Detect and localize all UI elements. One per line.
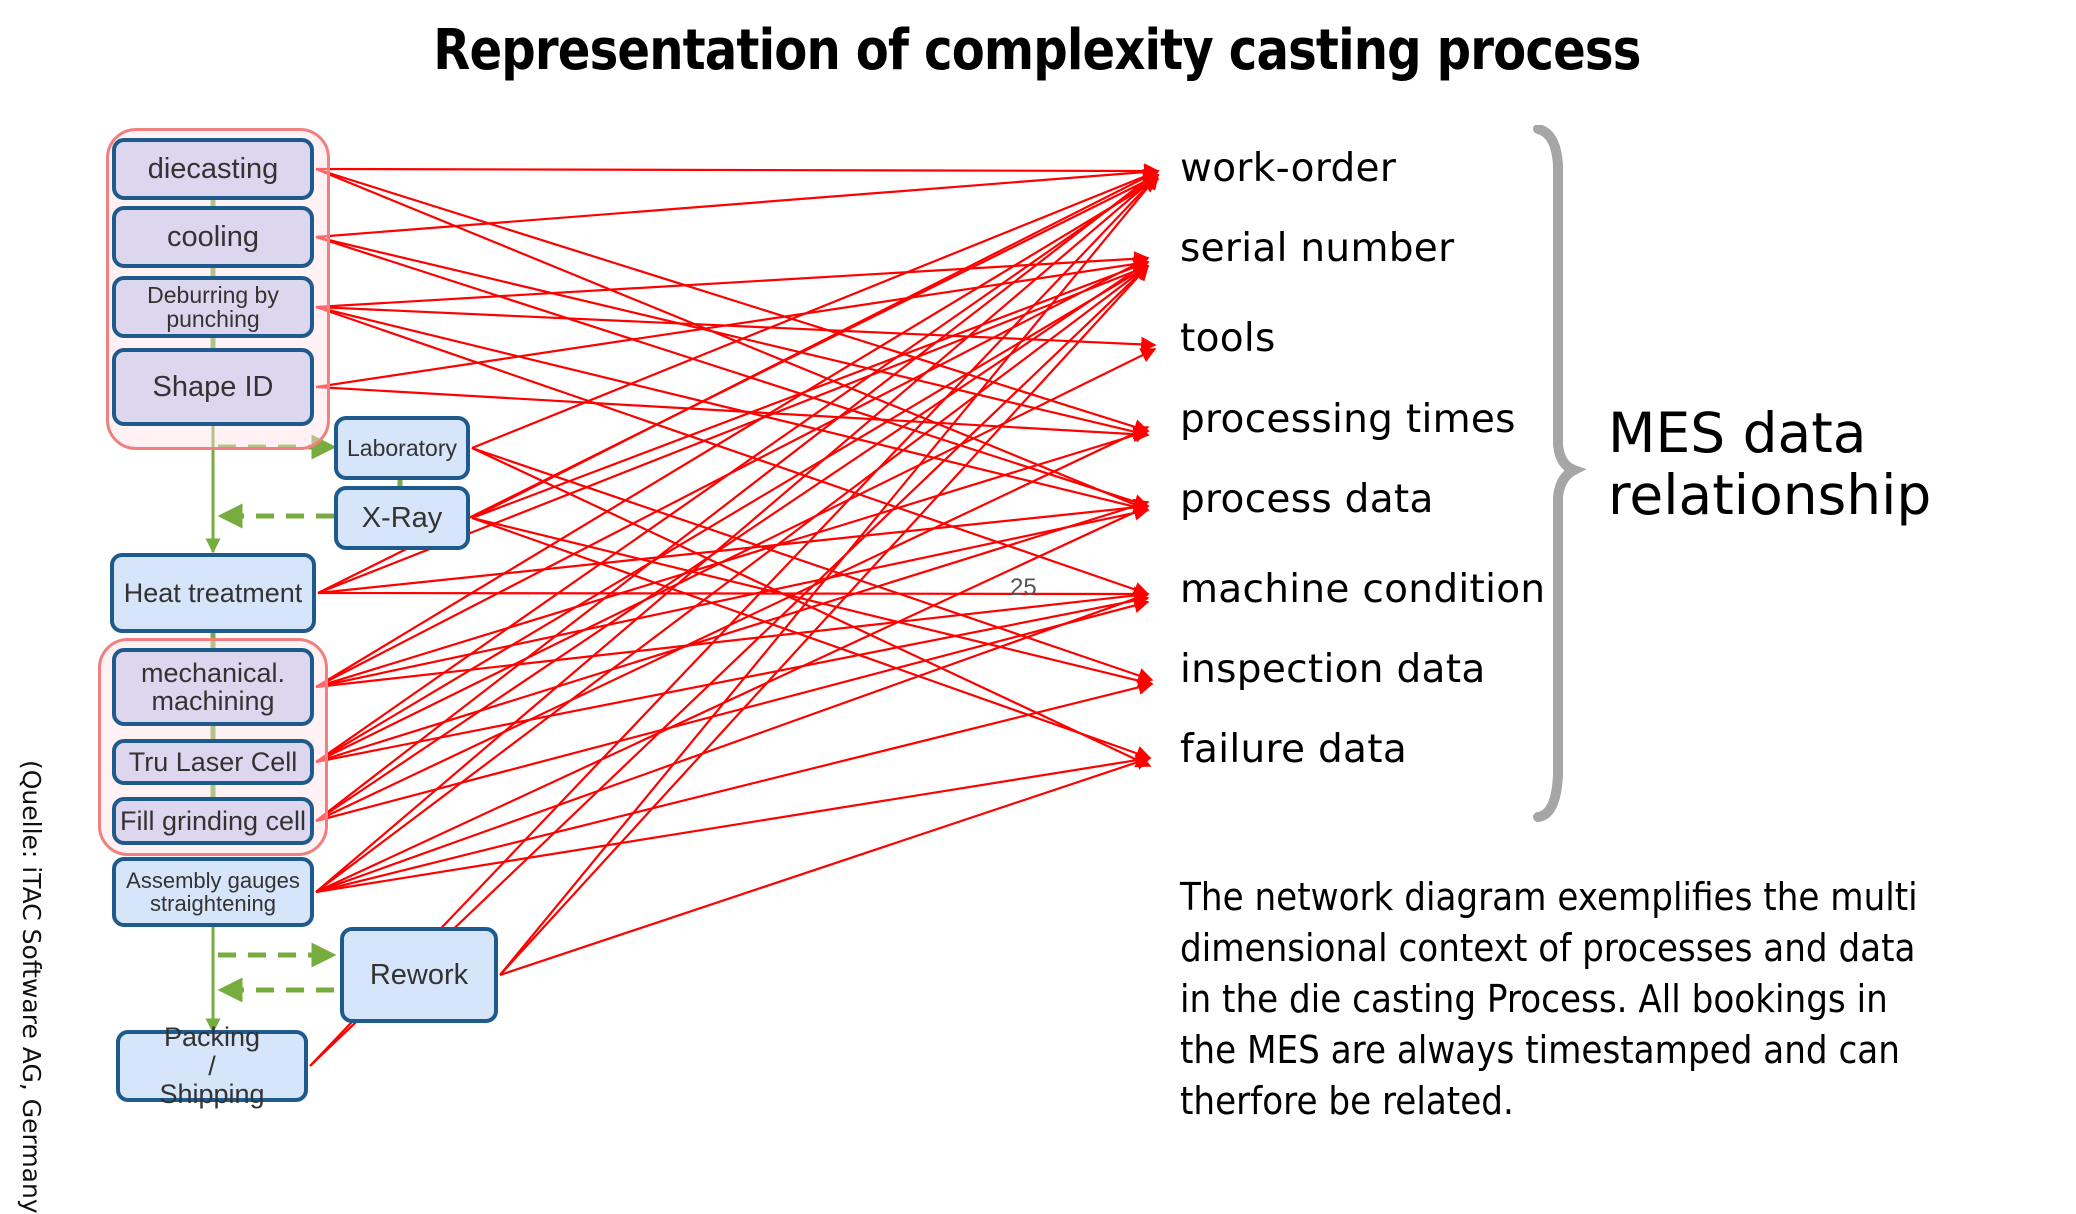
mes-relationship-label: MES data relationship: [1608, 402, 1931, 526]
edge-deburring-to-serial: [315, 251, 1150, 309]
node-label: Fill grinding cell: [119, 805, 307, 836]
data-target-inspection-data: inspection data: [1180, 647, 1486, 692]
edge-grinding-to-machine: [315, 598, 1150, 823]
process-node-shape-id[interactable]: Shape ID: [112, 348, 314, 426]
data-target-work-order: work-order: [1180, 146, 1397, 191]
edge-xray-to-failure: [471, 516, 1152, 761]
edge-rework-to-work_order: [499, 173, 1159, 976]
description-line: the MES are always timestamped and can: [1180, 1028, 1900, 1072]
node-label: Tru Laser Cell: [128, 746, 298, 777]
edge-machining-to-work_order: [315, 178, 1160, 688]
edge-xray-to-inspection: [471, 516, 1154, 689]
edge-weight-label: 25: [1010, 574, 1037, 601]
description-line: dimensional context of processes and dat…: [1180, 926, 1916, 970]
edge-assembly-to-machine: [315, 591, 1150, 894]
edge-shape_id-to-proc_times: [315, 385, 1150, 442]
curly-brace-icon: [1533, 125, 1587, 822]
edge-cooling-to-work_order: [315, 164, 1160, 239]
edge-cooling-to-proc_times: [315, 235, 1150, 440]
process-node-deburring[interactable]: Deburring by punching: [112, 276, 314, 338]
node-label: Rework: [369, 958, 469, 991]
description-line: The network diagram exemplifies the mult…: [1180, 875, 1918, 919]
page-title: Representation of complexity casting pro…: [433, 18, 1641, 83]
node-label: Laboratory: [347, 434, 457, 461]
node-label: Packing / Shipping: [159, 1022, 265, 1110]
edge-packing-to-work_order: [309, 173, 1160, 1067]
process-node-laser-cell[interactable]: Tru Laser Cell: [112, 739, 314, 785]
process-node-cooling[interactable]: cooling: [112, 206, 314, 268]
process-node-grinding-cell[interactable]: Fill grinding cell: [112, 797, 314, 845]
edge-diecasting-to-work_order: [315, 163, 1160, 179]
process-node-xray[interactable]: X-Ray: [334, 486, 470, 550]
edge-machining-to-machine: [315, 587, 1150, 689]
edge-assembly-to-work_order: [315, 174, 1160, 893]
node-label: Heat treatment: [123, 577, 303, 608]
node-label: diecasting: [147, 152, 279, 185]
data-target-processing-times: processing times: [1180, 397, 1516, 442]
edge-laser-to-serial: [315, 265, 1150, 763]
description-line: in the die casting Process. All bookings…: [1180, 977, 1888, 1021]
data-target-serial-number: serial number: [1180, 226, 1455, 271]
edge-laboratory-to-work_order: [471, 169, 1160, 450]
process-node-machining[interactable]: mechanical. machining: [112, 648, 314, 726]
edge-assembly-to-serial: [315, 265, 1150, 893]
process-node-diecasting[interactable]: diecasting: [112, 138, 314, 200]
process-node-heat-treatment[interactable]: Heat treatment: [110, 553, 316, 633]
edge-assembly-to-proc_data: [315, 504, 1150, 893]
process-node-laboratory[interactable]: Laboratory: [334, 416, 470, 480]
process-node-assembly[interactable]: Assembly gauges straightening: [112, 857, 314, 927]
edge-rework-to-serial: [499, 264, 1150, 976]
edge-diecasting-to-proc_times: [315, 167, 1150, 435]
edge-shape_id-to-serial: [315, 256, 1150, 389]
edge-heat-to-proc_data: [317, 499, 1150, 595]
edge-machining-to-proc_data: [315, 505, 1150, 689]
edge-rework-to-failure: [499, 755, 1152, 977]
edge-laser-to-proc_data: [315, 498, 1150, 764]
edge-deburring-to-tools: [315, 305, 1157, 353]
node-label: X-Ray: [361, 501, 443, 534]
data-target-machine-condition: machine condition: [1180, 567, 1546, 612]
node-label: cooling: [167, 220, 259, 253]
description-text: The network diagram exemplifies the mult…: [1180, 872, 1972, 1127]
data-target-process-data: process data: [1180, 477, 1434, 522]
mes-label-line: relationship: [1608, 463, 1932, 527]
edge-cooling-to-proc_data: [315, 235, 1150, 510]
node-label: mechanical. machining: [140, 657, 286, 716]
process-node-rework[interactable]: Rework: [340, 927, 498, 1023]
mes-label-line: MES data: [1608, 401, 1867, 465]
node-label: Shape ID: [152, 370, 274, 403]
edge-heat-to-machine: [317, 586, 1150, 602]
relationship-network: [205, 163, 1160, 1067]
description-line: therfore be related.: [1180, 1079, 1514, 1123]
edge-assembly-to-failure: [315, 752, 1152, 894]
edge-assembly-to-inspection: [315, 679, 1154, 894]
edge-layer: [309, 163, 1160, 1067]
edge-laboratory-to-inspection: [471, 446, 1154, 683]
edge-laser-to-tools: [315, 348, 1157, 763]
process-node-packing[interactable]: Packing / Shipping: [116, 1023, 308, 1108]
data-target-failure-data: failure data: [1180, 727, 1408, 772]
node-label: Deburring by punching: [147, 281, 279, 332]
edge-machining-to-proc_times: [315, 427, 1150, 689]
edge-laser-to-machine: [315, 593, 1150, 764]
edge-deburring-to-proc_data: [315, 305, 1150, 515]
data-target-tools: tools: [1180, 316, 1276, 361]
edge-grinding-to-work_order: [315, 170, 1160, 822]
edge-laser-to-work_order: [315, 174, 1160, 763]
node-label: Assembly gauges straightening: [126, 867, 300, 916]
